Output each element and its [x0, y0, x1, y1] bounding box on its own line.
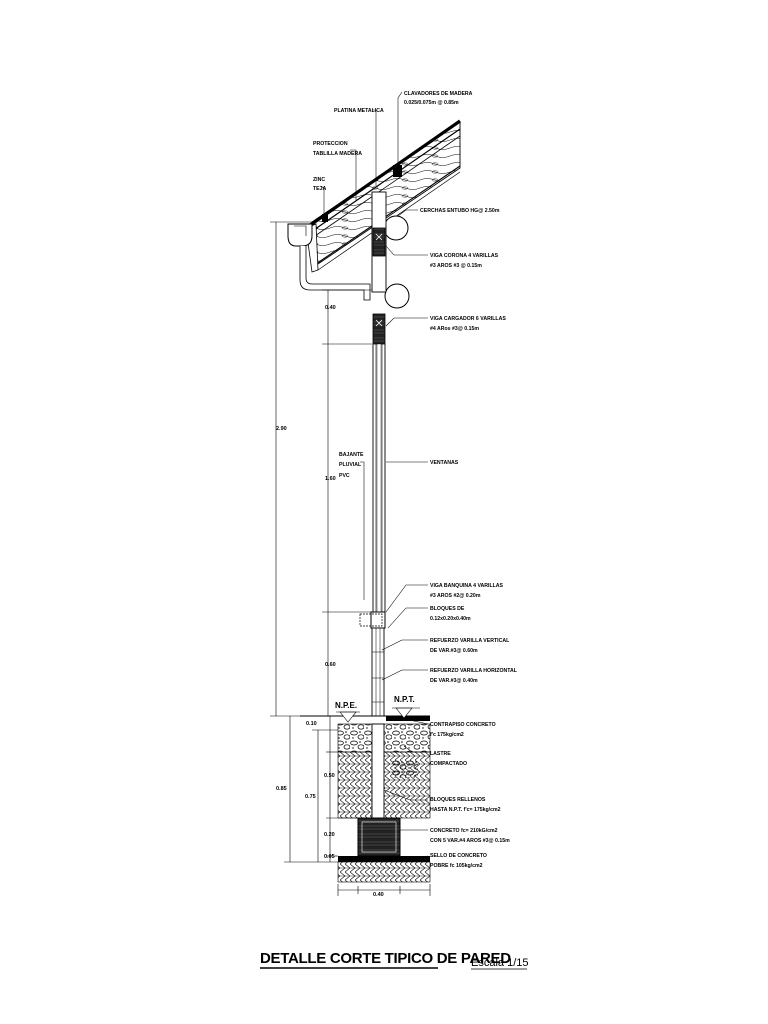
label-viga-corona-1: VIGA CORONA 4 VARILLAS	[430, 253, 499, 259]
label-bloques-rellenos-1: BLOQUES RELLENOS	[430, 797, 486, 803]
label-proteccion-2: TABLILLA MADERA	[313, 151, 362, 157]
dim-seal: 0.05	[324, 854, 335, 860]
label-viga-corona-2: #3 AROS #3 @ 0.15m	[430, 263, 482, 269]
dim-foundation-total: 0.85	[276, 786, 287, 792]
dim-total-wall: 2.90	[276, 426, 287, 432]
label-bajante-2: PLUVIAL	[339, 462, 362, 468]
dim-foundation-inner: 0.75	[305, 794, 316, 800]
label-ref-horizontal-2: DE VAR.#3@ 0.40m	[430, 678, 478, 684]
label-concreto-1: CONCRETO fc= 210kG/cm2	[430, 828, 498, 834]
leader-lines	[319, 91, 429, 859]
dimension-lines	[270, 221, 431, 896]
drawing-title: DETALLE CORTE TIPICO DE PARED	[260, 950, 511, 967]
label-ref-horizontal-1: REFUERZO VARILLA HORIZONTAL	[430, 668, 518, 674]
label-lastre-1: LASTRE	[430, 751, 451, 757]
label-sello-2: POBRE fc 105kg/cm2	[430, 863, 483, 869]
dim-window: 1.60	[325, 476, 336, 482]
roof	[287, 119, 461, 309]
label-viga-cargador-2: #4 ARos #3@ 0.15m	[430, 326, 479, 332]
dim-fill: 0.50	[324, 773, 335, 779]
label-clavadores-2: 0.025/0.075m @ 0.85m	[404, 100, 459, 106]
label-viga-banquina-1: VIGA BANQUINA 4 VARILLAS	[430, 583, 504, 589]
label-ref-vertical-1: REFUERZO VARILLA VERTICAL	[430, 638, 510, 644]
label-viga-banquina-2: #3 AROS #2@ 0.20m	[430, 593, 481, 599]
foundation	[300, 715, 431, 883]
label-bloques-1: BLOQUES DE	[430, 606, 465, 612]
annotations: CLAVADORES DE MADERA 0.025/0.075m @ 0.85…	[313, 91, 518, 869]
label-bajante-1: BAJANTE	[339, 452, 364, 458]
dim-width: 0.40	[373, 892, 384, 898]
label-bajante-3: PVC	[339, 473, 350, 479]
label-viga-cargador-1: VIGA CARGADOR 6 VARILLAS	[430, 316, 506, 322]
dim-floor: 0.10	[306, 721, 317, 727]
label-npt: N.P.T.	[394, 695, 415, 704]
label-proteccion-1: PROTECCION	[313, 141, 348, 147]
label-lastre-2: COMPACTADO	[430, 761, 467, 767]
label-zinc-2: TEJA	[313, 186, 327, 192]
label-bloques-2: 0.12x0.20x0.40m	[430, 616, 471, 622]
label-zinc-1: ZINC	[313, 177, 325, 183]
dim-top: 0.40	[325, 305, 336, 311]
label-cercha: CERCHAS ENTUBO HG@ 2.50m	[420, 208, 500, 214]
dim-base: 0.60	[325, 662, 336, 668]
label-platina: PLATINA METALICA	[334, 108, 384, 114]
wall	[359, 227, 386, 717]
label-sello-1: SELLO DE CONCRETO	[430, 853, 487, 859]
drawing-scale: Escala 1/15	[471, 957, 528, 969]
label-ventanas: VENTANAS	[430, 460, 459, 466]
label-concreto-2: CON 5 VAR.#4 AROS #3@ 0.15m	[430, 838, 510, 844]
label-ref-vertical-2: DE VAR.#3@ 0.60m	[430, 648, 478, 654]
label-bloques-rellenos-2: HASTA N.P.T. f'c= 175kg/cm2	[430, 807, 501, 813]
title-block: DETALLE CORTE TIPICO DE PARED Escala 1/1…	[260, 950, 528, 970]
label-contrapiso-2: f'c 175kg/cm2	[430, 732, 464, 738]
label-clavadores-1: CLAVADORES DE MADERA	[404, 91, 473, 97]
dimension-values: 2.90 0.40 1.60 0.60 0.10 0.85 0.75 0.50 …	[276, 305, 384, 898]
dim-footing: 0.20	[324, 832, 335, 838]
label-contrapiso-1: CONTRAPISO CONCRETO	[430, 722, 496, 728]
label-npe: N.P.E.	[335, 701, 357, 710]
